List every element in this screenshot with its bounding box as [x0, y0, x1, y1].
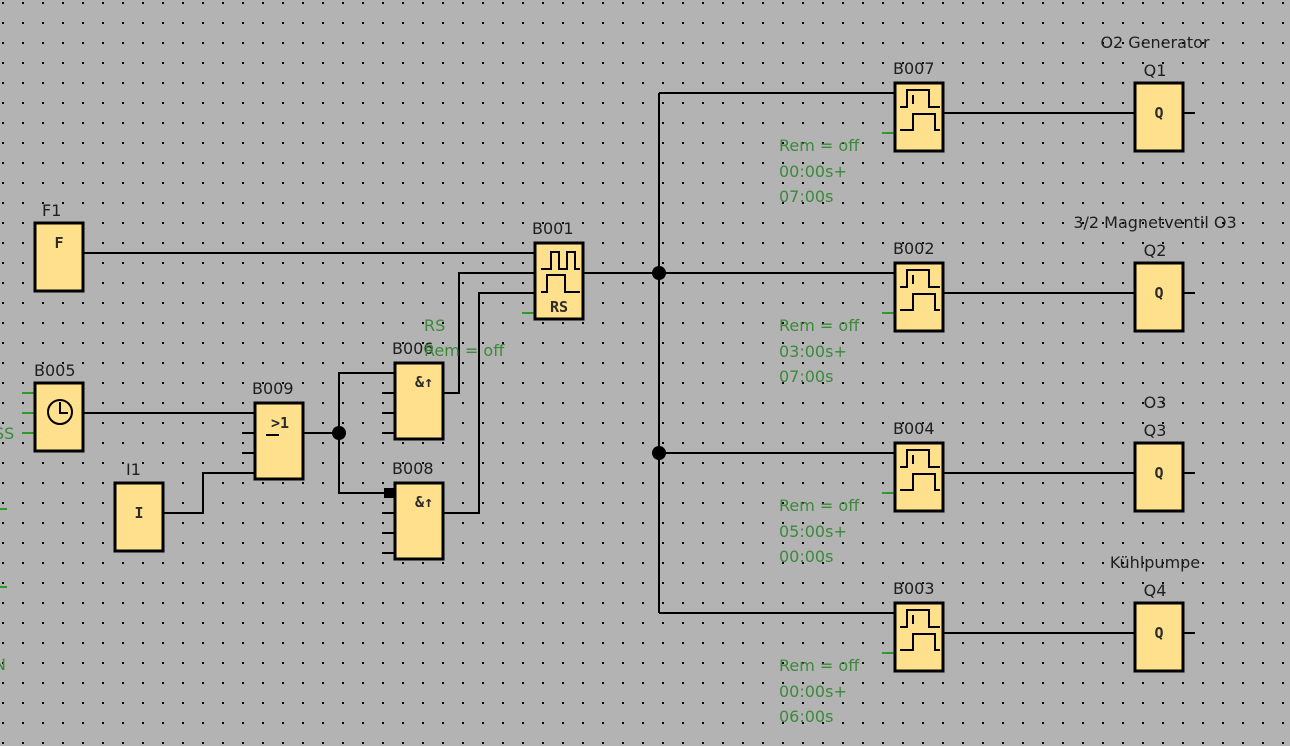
- block-symbol: Q: [1154, 464, 1163, 482]
- block-symbol: F: [54, 234, 63, 252]
- block-label: F1: [42, 201, 61, 220]
- block-label: B008: [392, 459, 434, 478]
- output-name: O2 Generator: [1100, 33, 1210, 52]
- block-q4[interactable]: Kühlpumpe Q4 Q: [1110, 553, 1200, 673]
- pins: [0, 132, 895, 654]
- param-line: 00:00s: [779, 547, 833, 566]
- param-line: 07:00s: [779, 367, 833, 386]
- param-line: Rem = off: [779, 136, 860, 155]
- wire-b008-b001[interactable]: [443, 292, 535, 514]
- block-b007[interactable]: B007 Rem = off 00:00s+ 07:00s: [779, 59, 945, 206]
- block-label: B007: [893, 59, 935, 78]
- block-symbol: Q: [1154, 104, 1163, 122]
- on-off-delay-icon: [900, 609, 940, 651]
- block-symbol: &↑: [415, 493, 433, 511]
- junction-bus-bottom: [652, 446, 666, 460]
- block-label: Q3: [1144, 421, 1167, 440]
- wire-i1-b009[interactable]: [163, 472, 255, 514]
- block-symbol: I: [134, 504, 143, 522]
- block-b008[interactable]: B008 &↑: [392, 459, 445, 561]
- output-name: Kühlpumpe: [1110, 553, 1200, 572]
- param-line: 00:00s+: [779, 162, 847, 181]
- partial-param-label: SS: [0, 424, 14, 443]
- junction-bus-top: [652, 266, 666, 280]
- wire-b006-b001[interactable]: [443, 272, 535, 394]
- block-b009[interactable]: B009 >1: [252, 379, 305, 481]
- clock-icon: [47, 399, 73, 425]
- param-line: Rem = off: [779, 656, 860, 675]
- wires: [83, 92, 1195, 634]
- on-off-delay-icon: [900, 89, 940, 131]
- block-symbol: RS: [550, 298, 568, 316]
- block-label: B002: [893, 239, 935, 258]
- block-symbol: Q: [1154, 284, 1163, 302]
- param-line: Rem = off: [424, 341, 505, 360]
- param-line: 00:00s+: [779, 682, 847, 701]
- block-b001[interactable]: B001 RS RS Rem = off: [424, 219, 585, 360]
- block-q3[interactable]: O3 Q3 Q: [1133, 393, 1185, 513]
- block-f1[interactable]: F1 F: [33, 201, 85, 293]
- block-label: Q1: [1144, 61, 1167, 80]
- block-b003[interactable]: B003 Rem = off 00:00s+ 06:00s: [779, 579, 945, 726]
- block-label: B009: [252, 379, 294, 398]
- block-i1[interactable]: I1 I: [113, 460, 165, 553]
- block-label: B006: [392, 339, 434, 358]
- negation-marker: [384, 488, 395, 498]
- param-line: 03:00s+: [779, 342, 847, 361]
- block-b005[interactable]: B005 SS: [0, 361, 85, 453]
- param-line: 06:00s: [779, 707, 833, 726]
- block-label: B001: [532, 219, 574, 238]
- param-line: 07:00s: [779, 187, 833, 206]
- block-b004[interactable]: B004 Rem = off 05:00s+ 00:00s: [779, 419, 945, 566]
- param-line: Rem = off: [779, 496, 860, 515]
- wire-junction-b008[interactable]: [338, 433, 395, 494]
- wire-junction-b006[interactable]: [338, 372, 395, 433]
- partial-offscreen-label: N: [0, 655, 6, 674]
- block-b006[interactable]: B006 &↑: [392, 339, 445, 441]
- on-off-delay-icon: [900, 269, 940, 311]
- block-label: Q2: [1144, 241, 1167, 260]
- block-symbol: >1: [271, 414, 289, 432]
- block-label: B004: [893, 419, 935, 438]
- param-line: 05:00s+: [779, 522, 847, 541]
- block-q1[interactable]: O2 Generator Q1 Q: [1100, 33, 1210, 153]
- block-label: I1: [126, 460, 141, 479]
- block-label: B005: [34, 361, 76, 380]
- block-label: B003: [893, 579, 935, 598]
- pulse-icon: [541, 251, 580, 293]
- block-label: Q4: [1144, 581, 1167, 600]
- block-symbol: &↑: [415, 373, 433, 391]
- block-b002[interactable]: B002 Rem = off 03:00s+ 07:00s: [779, 239, 945, 386]
- output-name: O3: [1144, 393, 1167, 412]
- output-name: 3/2 Magnetventil O3: [1073, 213, 1236, 232]
- param-line: RS: [424, 316, 445, 335]
- param-line: Rem = off: [779, 316, 860, 335]
- on-off-delay-icon: [900, 449, 940, 491]
- block-symbol: Q: [1154, 624, 1163, 642]
- junction-b009: [332, 426, 346, 440]
- block-q2[interactable]: 3/2 Magnetventil O3 Q2 Q: [1073, 213, 1237, 333]
